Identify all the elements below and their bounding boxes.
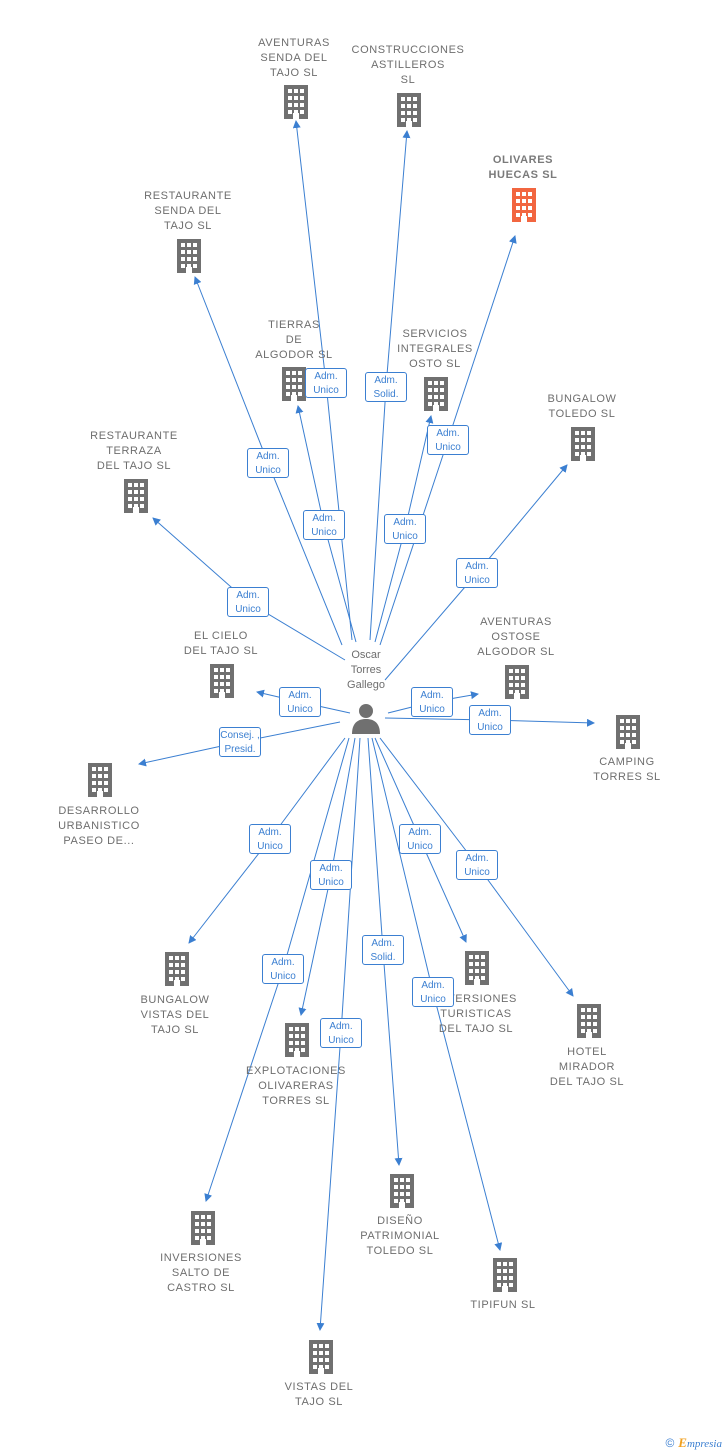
role-badge-inversiones-salto[interactable]: Adm. Unico bbox=[262, 954, 304, 984]
role-badge-tierras-algodor[interactable]: Adm. Unico bbox=[303, 510, 345, 540]
role-badge-explotaciones-olivareras[interactable]: Adm. Unico bbox=[310, 860, 352, 890]
company-name[interactable]: CAMPING TORRES SL bbox=[593, 756, 661, 783]
role-badge-bungalow-toledo[interactable]: Adm. Unico bbox=[456, 558, 498, 588]
company-name[interactable]: INVERSIONES TURISTICAS DEL TAJO SL bbox=[435, 993, 517, 1035]
company-name[interactable]: OLIVARES HUECAS SL bbox=[488, 154, 558, 181]
role-badge-diseno-patrimonial[interactable]: Adm. Solid. bbox=[362, 935, 404, 965]
building-icon[interactable] bbox=[502, 665, 532, 699]
company-name[interactable]: DISEÑO PATRIMONIAL TOLEDO SL bbox=[360, 1215, 440, 1257]
company-camping-torres[interactable]: CAMPING TORRES SL bbox=[547, 755, 707, 785]
role-badge-tipifun[interactable]: Adm. Unico bbox=[412, 977, 454, 1007]
company-name[interactable]: EXPLOTACIONES OLIVARERAS TORRES SL bbox=[246, 1065, 346, 1107]
company-name[interactable]: RESTAURANTE TERRAZA DEL TAJO SL bbox=[90, 430, 178, 472]
building-icon[interactable] bbox=[282, 1023, 312, 1057]
role-badge-vistas-tajo[interactable]: Adm. Unico bbox=[320, 1018, 362, 1048]
company-name[interactable]: TIPIFUN SL bbox=[470, 1299, 536, 1311]
company-name[interactable]: TIERRAS DE ALGODOR SL bbox=[255, 319, 333, 361]
company-name[interactable]: AVENTURAS SENDA DEL TAJO SL bbox=[258, 37, 330, 79]
building-icon[interactable] bbox=[613, 715, 643, 749]
company-aventuras-ostose[interactable]: AVENTURAS OSTOSE ALGODOR SL bbox=[436, 615, 596, 660]
role-badge-servicios-integrales[interactable]: Adm. Unico bbox=[384, 514, 426, 544]
brand-logo-text: mpresia bbox=[686, 1438, 722, 1450]
role-badge-inversiones-turisticas[interactable]: Adm. Unico bbox=[399, 824, 441, 854]
role-badge-camping-torres[interactable]: Adm. Unico bbox=[469, 705, 511, 735]
company-name[interactable]: BUNGALOW TOLEDO SL bbox=[547, 393, 617, 420]
company-name[interactable]: VISTAS DEL TAJO SL bbox=[284, 1381, 354, 1408]
company-inversiones-turisticas[interactable]: INVERSIONES TURISTICAS DEL TAJO SL bbox=[396, 992, 556, 1037]
building-icon[interactable] bbox=[509, 188, 539, 222]
copyright-symbol: © bbox=[665, 1436, 675, 1450]
company-restaurante-terraza[interactable]: RESTAURANTE TERRAZA DEL TAJO SL bbox=[54, 429, 214, 474]
company-el-cielo[interactable]: EL CIELO DEL TAJO SL bbox=[141, 629, 301, 659]
company-diseno-patrimonial[interactable]: DISEÑO PATRIMONIAL TOLEDO SL bbox=[320, 1214, 480, 1259]
role-badge-hotel-mirador[interactable]: Adm. Unico bbox=[456, 850, 498, 880]
company-name[interactable]: CONSTRUCCIONES ASTILLEROS SL bbox=[351, 44, 465, 86]
person-icon[interactable] bbox=[351, 702, 381, 734]
role-badge-olivares-huecas[interactable]: Adm. Unico bbox=[427, 425, 469, 455]
building-icon[interactable] bbox=[490, 1258, 520, 1292]
company-name[interactable]: INVERSIONES SALTO DE CASTRO SL bbox=[160, 1252, 242, 1294]
company-name[interactable]: RESTAURANTE SENDA DEL TAJO SL bbox=[144, 190, 232, 232]
building-icon[interactable] bbox=[174, 239, 204, 273]
company-desarrollo-urbanistico[interactable]: DESARROLLO URBANISTICO PASEO DE... bbox=[19, 804, 179, 849]
role-badge-aventuras-ostose[interactable]: Adm. Unico bbox=[411, 687, 453, 717]
building-icon[interactable] bbox=[387, 1174, 417, 1208]
building-icon[interactable] bbox=[121, 479, 151, 513]
building-icon[interactable] bbox=[394, 93, 424, 127]
company-vistas-tajo[interactable]: VISTAS DEL TAJO SL bbox=[239, 1380, 399, 1410]
company-explotaciones-olivareras[interactable]: EXPLOTACIONES OLIVARERAS TORRES SL bbox=[216, 1064, 376, 1109]
company-name[interactable]: HOTEL MIRADOR DEL TAJO SL bbox=[549, 1046, 625, 1088]
company-name[interactable]: DESARROLLO URBANISTICO PASEO DE... bbox=[58, 805, 140, 847]
role-badge-el-cielo[interactable]: Adm. Unico bbox=[279, 687, 321, 717]
company-name[interactable]: BUNGALOW VISTAS DEL TAJO SL bbox=[140, 994, 210, 1036]
company-hotel-mirador[interactable]: HOTEL MIRADOR DEL TAJO SL bbox=[507, 1045, 667, 1090]
building-icon[interactable] bbox=[568, 427, 598, 461]
company-restaurante-senda[interactable]: RESTAURANTE SENDA DEL TAJO SL bbox=[108, 189, 268, 234]
company-aventuras-senda[interactable]: AVENTURAS SENDA DEL TAJO SL bbox=[214, 36, 374, 81]
building-icon[interactable] bbox=[85, 763, 115, 797]
company-bungalow-vistas[interactable]: BUNGALOW VISTAS DEL TAJO SL bbox=[95, 993, 255, 1038]
role-badge-restaurante-terraza[interactable]: Adm. Unico bbox=[227, 587, 269, 617]
building-icon[interactable] bbox=[162, 952, 192, 986]
company-bungalow-toledo[interactable]: BUNGALOW TOLEDO SL bbox=[502, 392, 662, 422]
company-inversiones-salto[interactable]: INVERSIONES SALTO DE CASTRO SL bbox=[121, 1251, 281, 1296]
building-icon[interactable] bbox=[207, 664, 237, 698]
company-servicios-integrales[interactable]: SERVICIOS INTEGRALES OSTO SL bbox=[355, 327, 515, 372]
company-tierras-algodor[interactable]: TIERRAS DE ALGODOR SL bbox=[214, 318, 374, 363]
person-name[interactable]: Oscar Torres Gallego bbox=[347, 649, 385, 691]
company-olivares-huecas[interactable]: OLIVARES HUECAS SL bbox=[443, 153, 603, 183]
company-tipifun[interactable]: TIPIFUN SL bbox=[423, 1298, 583, 1313]
building-icon[interactable] bbox=[574, 1004, 604, 1038]
role-badge-aventuras-senda[interactable]: Adm. Unico bbox=[305, 368, 347, 398]
brand-footer[interactable]: ©Empresia bbox=[665, 1435, 722, 1451]
role-badge-restaurante-senda[interactable]: Adm. Unico bbox=[247, 448, 289, 478]
building-icon[interactable] bbox=[188, 1211, 218, 1245]
building-icon[interactable] bbox=[421, 377, 451, 411]
company-construcciones-astilleros[interactable]: CONSTRUCCIONES ASTILLEROS SL bbox=[328, 43, 488, 88]
building-icon[interactable] bbox=[279, 367, 309, 401]
building-icon[interactable] bbox=[462, 951, 492, 985]
role-badge-bungalow-vistas[interactable]: Adm. Unico bbox=[249, 824, 291, 854]
role-badge-desarrollo-urbanistico[interactable]: Consej. , Presid. bbox=[219, 727, 261, 757]
company-name[interactable]: EL CIELO DEL TAJO SL bbox=[183, 630, 259, 657]
building-icon[interactable] bbox=[306, 1340, 336, 1374]
building-icon[interactable] bbox=[281, 85, 311, 119]
company-name[interactable]: SERVICIOS INTEGRALES OSTO SL bbox=[397, 328, 473, 370]
role-badge-construcciones-astilleros[interactable]: Adm. Solid. bbox=[365, 372, 407, 402]
company-name[interactable]: AVENTURAS OSTOSE ALGODOR SL bbox=[477, 616, 555, 658]
brand-logo-initial: E bbox=[678, 1435, 687, 1450]
